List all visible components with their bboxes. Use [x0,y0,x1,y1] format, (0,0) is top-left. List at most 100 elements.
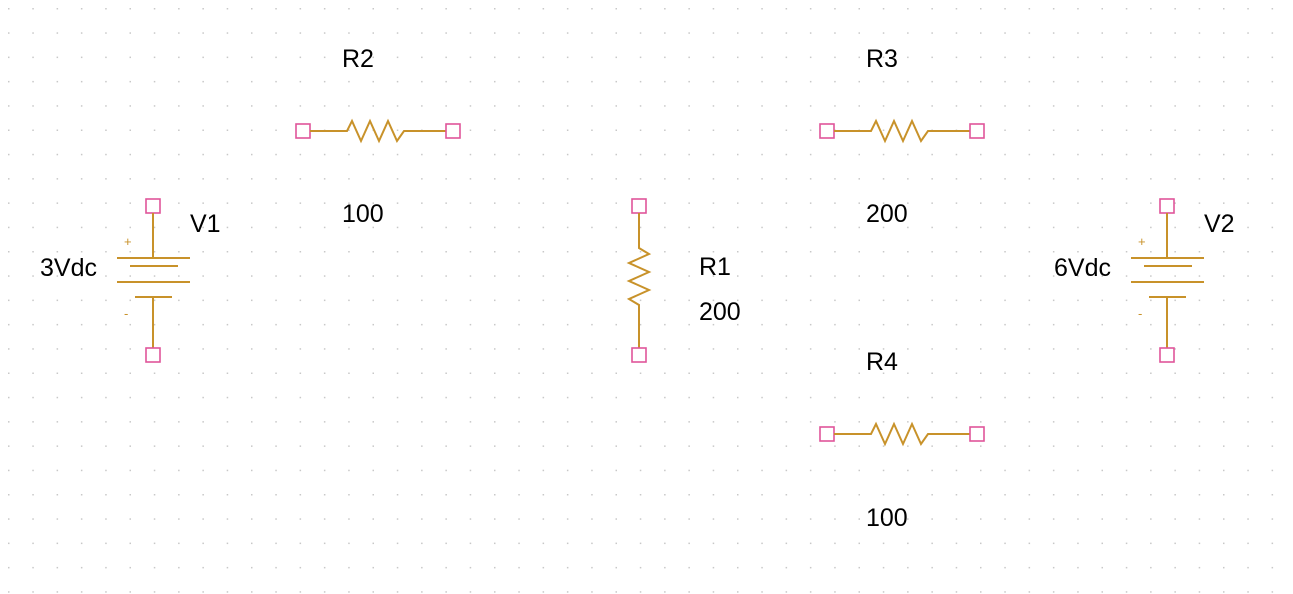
grid-dot [688,8,690,10]
grid-dot [129,445,131,447]
grid-dot [1198,323,1201,326]
grid-dot [980,518,982,520]
grid-dot [348,275,350,277]
grid-dot [80,494,83,496]
grid-dot [712,32,715,34]
grid-dot [1150,323,1152,326]
pin-v1-bottom[interactable] [145,347,161,363]
grid-dot [882,105,885,107]
source-v2[interactable]: + - V2 6Vdc [1054,198,1235,363]
pin-v1-top[interactable] [145,198,161,214]
grid-dot [1247,226,1249,229]
grid-dot [299,178,302,180]
grid-dot [275,445,277,447]
grid-dot [858,372,860,374]
grid-dot [1223,445,1225,447]
grid-dot [1004,251,1006,253]
grid-dot [323,348,326,350]
grid-dot [469,591,472,593]
grid-dot [372,80,374,83]
grid-dot [566,226,569,229]
grid-dot [615,421,617,423]
grid-dot [882,8,885,10]
grid-dot [931,566,933,569]
grid-dot [275,372,277,374]
grid-dot [615,591,617,593]
grid-dot [251,323,253,326]
grid-dot [8,202,10,204]
grid-dot [542,348,545,350]
grid-dot [809,421,812,423]
grid-dot [1077,348,1079,350]
grid-dot [518,226,520,229]
grid-dot [202,445,204,447]
grid-dot [56,8,59,10]
grid-dot [469,518,472,520]
grid-dot [1004,56,1006,59]
grid-dot [469,421,472,423]
grid-dot [688,591,690,593]
resistor-r1[interactable]: R1 200 [626,198,741,363]
grid-dot [299,348,302,350]
resistor-r3-ref: R3 [866,45,898,73]
grid-dot [8,591,10,593]
resistor-r4[interactable]: R4 100 [819,348,985,532]
grid-dot [1004,494,1006,496]
grid-dot [858,566,860,569]
pin-r1-bottom[interactable] [631,347,647,363]
grid-dot [56,275,59,277]
pin-r1-top[interactable] [631,198,647,214]
grid-dot [1028,372,1031,374]
grid-dot [105,566,107,569]
grid-dot [1174,542,1176,545]
grid-dot [1101,32,1103,34]
pin-v2-bottom[interactable] [1159,347,1175,363]
pin-r3-right[interactable] [969,123,985,139]
grid-dot [251,518,253,520]
resistor-r2-ref: R2 [342,45,374,73]
grid-dot [275,275,277,277]
grid-dot [202,8,204,10]
resistor-r3[interactable]: R3 200 [819,45,985,228]
grid-dot [178,323,180,326]
pin-r4-right[interactable] [969,426,985,442]
pin-r2-right[interactable] [445,123,461,139]
grid-dot [299,251,302,253]
grid-dot [1052,494,1055,496]
pin-v2-top[interactable] [1159,198,1175,214]
grid-dot [1004,372,1006,374]
grid-dot [80,421,83,423]
source-v1[interactable]: + - V1 3Vdc [40,198,221,363]
grid-dot [566,396,569,399]
grid-dot [664,226,666,229]
grid-dot [809,251,812,253]
grid-dot [615,348,617,350]
source-v1-plus: + [124,234,132,249]
grid-dot [1174,518,1176,520]
grid-dot [323,80,326,83]
grid-dot [299,226,302,229]
grid-dot [32,153,34,156]
grid-dot [275,421,277,423]
grid-dot [153,56,156,59]
grid-dot [299,153,302,156]
grid-dot [1198,8,1201,10]
pin-r3-left[interactable] [819,123,835,139]
grid-dot [955,178,958,180]
grid-dot [1077,591,1079,593]
resistor-r2[interactable]: R2 100 [295,45,461,228]
grid-dot [299,323,302,326]
pin-r4-left[interactable] [819,426,835,442]
pin-r2-left[interactable] [295,123,311,139]
grid-dot [664,518,666,520]
grid-dot [1028,299,1031,302]
grid-dot [639,153,642,156]
grid-dot [372,396,374,399]
grid-dot [737,226,739,229]
grid-dot [80,348,83,350]
grid-dot [639,56,642,59]
grid-dot [785,396,788,399]
grid-dot [1150,56,1152,59]
grid-dot [396,591,399,593]
